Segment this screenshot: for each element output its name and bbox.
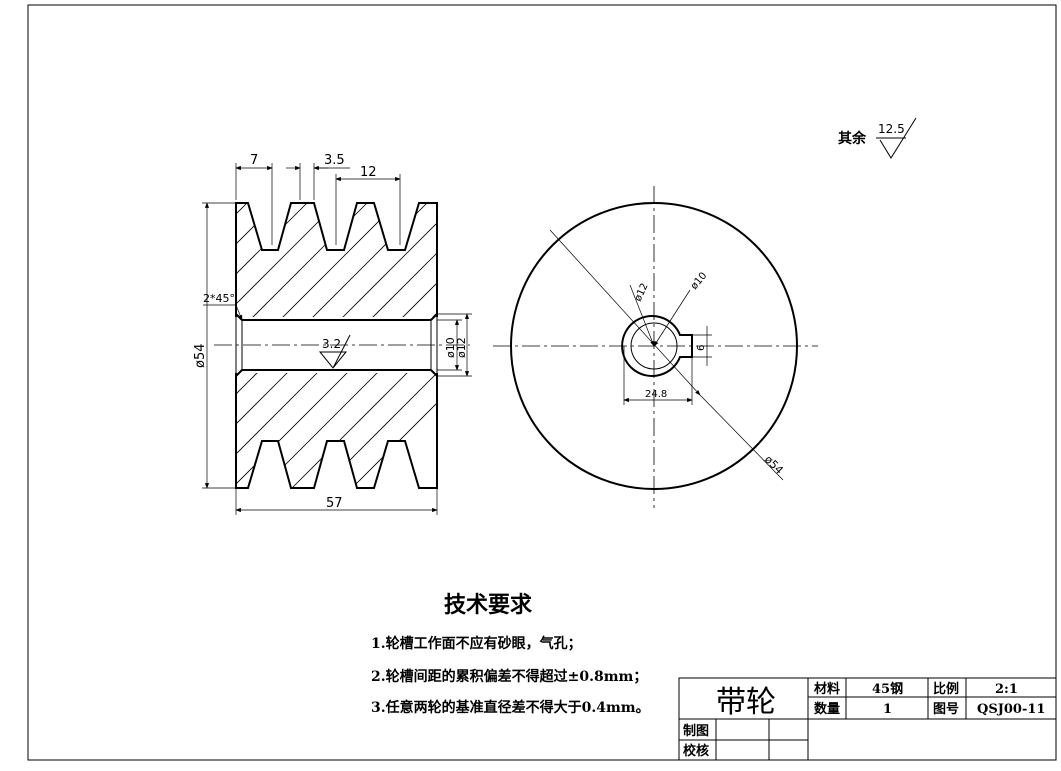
title-drawing-no-value: QSJ00-11 — [977, 702, 1045, 717]
pulley-profile-bottom — [235, 373, 438, 489]
dim-chamfer: 2*45° — [203, 292, 235, 305]
front-view: ø12 ø10 6 24.8 ø54 — [493, 186, 818, 508]
tech-req-title: 技术要求 — [444, 592, 532, 618]
dim-total-length: 57 — [326, 496, 343, 511]
dim-bore-chamfer-diameter: ø12 — [455, 337, 468, 358]
roughness-symbol — [876, 117, 917, 159]
title-part-name: 带轮 — [716, 685, 776, 720]
front-dim-bore-10: ø10 — [689, 270, 710, 292]
title-scale-label: 比例 — [933, 681, 959, 697]
title-material-label: 材料 — [814, 681, 840, 697]
title-drawing-no-label: 图号 — [933, 702, 959, 717]
title-quantity-value: 1 — [883, 702, 892, 717]
bore-roughness-value: 3.2 — [322, 337, 341, 351]
title-quantity-label: 数量 — [814, 701, 840, 717]
roughness-value: 12.5 — [878, 122, 905, 136]
dim-groove-gap: 3.5 — [324, 153, 345, 168]
side-view: 7 3.5 12 ø54 2*45° 3.2 ø10 ø12 — [193, 153, 472, 515]
bore-with-keyway — [621, 315, 693, 377]
front-dim-keyway-width: 6 — [696, 345, 707, 351]
pulley-profile-top — [235, 202, 438, 317]
roughness-label: 其余 — [838, 130, 867, 147]
dim-bore-diameter: ø10 — [444, 337, 457, 358]
front-dim-outer: ø54 — [762, 453, 786, 477]
dim-groove-pitch: 12 — [360, 165, 377, 180]
title-checked-by-label: 校核 — [683, 743, 709, 759]
title-material-value: 45钢 — [872, 681, 903, 697]
title-block: 带轮 材料 45钢 比例 2:1 数量 1 图号 QSJ00-11 制图 校核 — [678, 677, 1057, 761]
tech-requirements: 技术要求 1.轮槽工作面不应有砂眼，气孔； 2.轮槽间距的累积偏差不得超过±0.… — [371, 592, 650, 716]
tech-req-item-1: 1.轮槽工作面不应有砂眼，气孔； — [371, 635, 582, 652]
title-drawn-by-label: 制图 — [683, 723, 709, 739]
front-dim-keyway-depth: 24.8 — [645, 389, 667, 400]
tech-req-item-3: 3.任意两轮的基准直径差不得大于0.4mm。 — [371, 699, 650, 716]
tech-req-item-2: 2.轮槽间距的累积偏差不得超过±0.8mm； — [371, 668, 647, 685]
general-roughness: 其余 12.5 — [838, 117, 917, 159]
front-dim-bore-12: ø12 — [633, 282, 651, 304]
dim-outer-diameter: ø54 — [193, 344, 208, 369]
title-scale-value: 2:1 — [995, 682, 1018, 697]
section-hatching — [236, 203, 437, 488]
sheet-border — [27, 4, 1057, 761]
bore-roughness-symbol — [318, 334, 351, 369]
dim-groove-width: 7 — [250, 153, 258, 168]
